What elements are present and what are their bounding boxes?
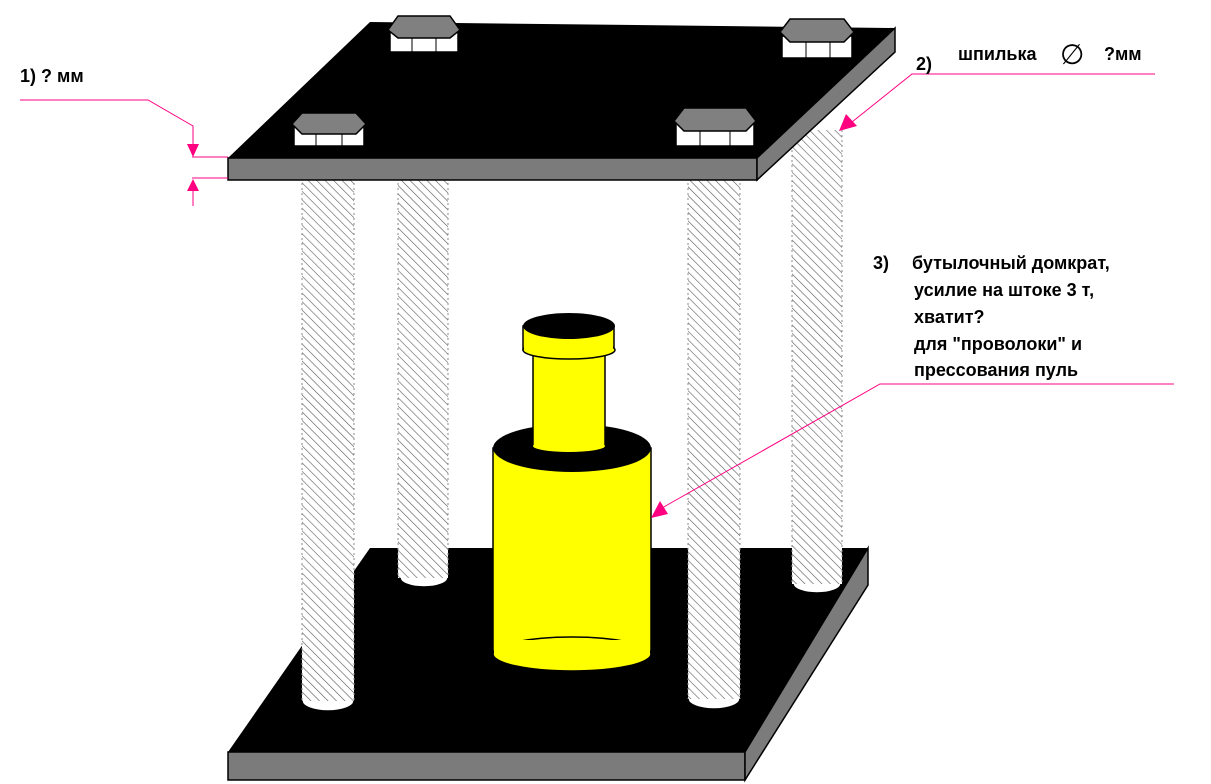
nut-front-left [290,112,368,147]
diameter-symbol: ∅ [1060,39,1084,70]
label-thickness: 1) ? мм [20,66,84,86]
label-jack-line: бутылочный домкрат, [912,253,1110,273]
jack-saddle-top [523,313,615,339]
stud-back-right [791,130,843,584]
arrow-jack [651,501,668,518]
label-jack-line: усилие на штоке 3 т, [914,280,1094,300]
leader-jack [661,383,1174,509]
nut-front-right [673,107,757,147]
nut-back-left [386,15,462,53]
label-stud-number: 2) [916,54,932,74]
nut-back-right [779,18,855,59]
bottom-plate-side [744,545,869,783]
top-plate-front [227,157,758,181]
jack-ram [532,349,606,447]
stud-front-right [687,178,741,699]
leader-stud [851,73,1155,123]
label-stud-suffix: ?мм [1104,44,1142,64]
bottom-plate-front [227,751,746,781]
label-jack-number: 3) [873,253,889,273]
label-jack-line: прессования пуль [914,360,1078,380]
bottle-jack [492,313,652,672]
stud-front-left [301,178,355,701]
label-jack-line: хватит? [914,307,985,327]
label-jack-line: для "проволоки" и [914,334,1082,354]
stud-back-left [397,178,449,578]
arrow-down [187,144,199,157]
top-plate-side [756,26,896,182]
arrow-stud [839,114,857,131]
label-stud-prefix: шпилька [958,44,1037,64]
arrow-up [187,179,199,191]
jack-body [492,447,652,655]
